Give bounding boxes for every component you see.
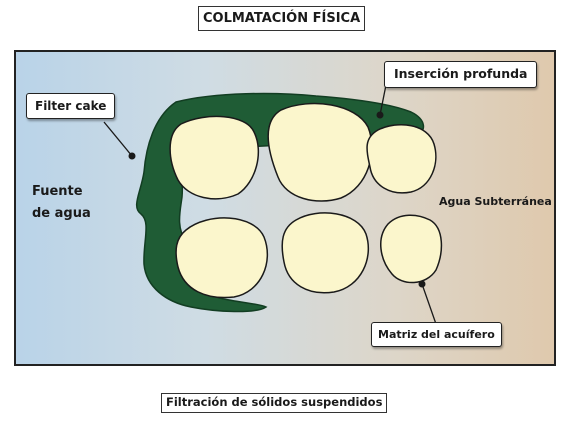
clogging-illustration [103, 84, 443, 325]
agua-subterranea-label: Agua Subterránea [439, 195, 552, 208]
grain [267, 102, 373, 202]
filter-cake-label: Filter cake [26, 93, 116, 119]
pointer-dot [128, 152, 136, 160]
pointer-insercion [379, 84, 387, 116]
fuente-de-agua-label: Fuente de agua [32, 181, 91, 225]
grain [380, 214, 443, 284]
insercion-profunda-label: Inserción profunda [384, 61, 538, 88]
diagram-caption: Filtración de sólidos suspendidos [161, 393, 388, 413]
pointer-dot [418, 280, 426, 288]
grain [366, 123, 437, 194]
fuente-de-agua-line1: Fuente [32, 184, 83, 199]
pointer-dot [376, 111, 384, 119]
diagram-panel: Agua Subterránea [14, 50, 556, 366]
grain [281, 212, 370, 294]
pointer-matriz [421, 283, 437, 325]
grain [175, 217, 269, 299]
diagram-title: COLMATACIÓN FÍSICA [198, 6, 366, 31]
pointer-filter-cake [103, 121, 133, 157]
grain [169, 115, 260, 200]
matriz-acuifero-label: Matriz del acuífero [371, 322, 502, 347]
fuente-de-agua-line2: de agua [32, 206, 91, 221]
